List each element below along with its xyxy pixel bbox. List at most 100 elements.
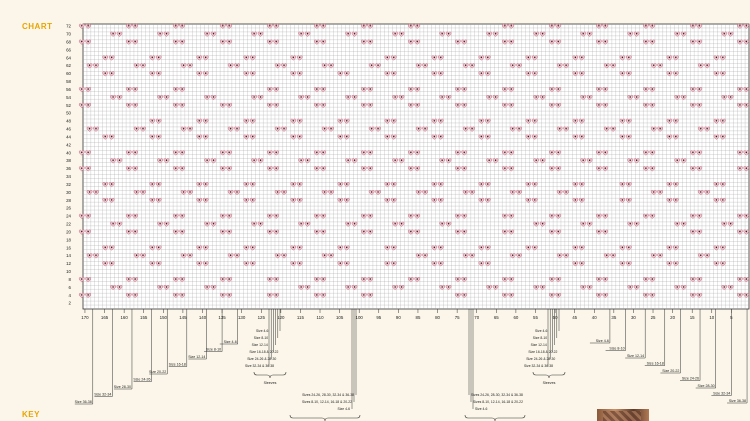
size-label: Size 20-22 [662,369,679,373]
photo-texture [603,411,641,421]
row-number: 18 [66,237,71,242]
sweater-photo-thumbnail [597,409,649,421]
row-number: 16 [66,245,71,250]
row-number: 22 [66,222,71,227]
size-label: Size 12-14 [627,354,644,358]
center-size-label: Sizes 8-10, 12-14, 16-18 & 20-22 [302,400,352,404]
stitch-number: 55 [533,315,538,320]
size-label: Size 20-22 [149,370,166,374]
center-brace [464,414,526,421]
row-number: 28 [66,198,71,203]
stitch-number: 160 [120,315,128,320]
stitch-number: 15 [690,315,695,320]
row-number: 50 [66,111,71,116]
sleeve-size-label: Size 32-34 & 36-38 [245,364,274,368]
stitch-number: 75 [455,315,460,320]
size-label: Size 8-10 [609,346,624,350]
callout-leader [680,309,701,381]
row-number: 38 [66,158,71,163]
stitch-number: 125 [258,315,266,320]
size-label: Size 24-26 [133,377,150,381]
stitch-number: 105 [336,315,344,320]
callout-leader [74,309,94,405]
stitch-number: 165 [101,315,109,320]
row-number: 4 [69,293,72,298]
stitch-number: 30 [631,315,636,320]
callout-leader [113,309,133,390]
chart-heading: CHART [22,22,53,31]
stitch-number: 130 [238,315,246,320]
row-number: 36 [66,166,71,171]
size-label: Size 32-34 [713,391,730,395]
size-label: Size 8-10 [206,347,221,351]
stitch-number: 150 [160,315,168,320]
center-brace [289,414,361,421]
callout-leader [204,309,223,352]
row-number: 58 [66,79,71,84]
row-number: 48 [66,119,71,124]
callout-leader [94,309,113,397]
callout-leader [188,309,207,360]
stitch-number: 135 [218,315,226,320]
sleeve-size-label: Size 8-10 [533,336,547,340]
row-number: 70 [66,32,71,37]
row-number: 44 [66,134,71,139]
row-numbers: 7270686664626058565452504846444240383634… [66,24,71,306]
row-number: 24 [66,214,71,219]
callout-leader [727,309,748,404]
stitch-number: 155 [140,315,148,320]
row-number: 64 [66,55,71,60]
size-label: Size 28-30 [698,384,715,388]
stitch-number: 100 [356,315,364,320]
stitch-number: 115 [297,315,305,320]
sleeve-size-label: Size 24-26 & 28-30 [247,357,276,361]
callout-leader [625,309,646,359]
sleeve-size-label: Size 16-18 & 20-22 [249,350,278,354]
size-label: Size 28-30 [114,385,131,389]
callout-leader [149,309,168,375]
row-number: 72 [66,24,71,29]
size-label: Size 16-18 [169,362,186,366]
row-number: 30 [66,190,71,195]
sleeve-size-label: Size 16-18 & 20-22 [528,350,557,354]
row-number: 40 [66,150,71,155]
stitch-number: 50 [553,315,558,320]
row-number: 20 [66,229,71,234]
callout-leader [711,309,732,396]
row-number: 26 [66,206,71,211]
center-size-label: Sizes 24-26, 28-30, 32-34 & 36-38 [471,393,523,397]
sleeve-size-label: Size 24-26 & 28-30 [526,357,555,361]
callout-leader [660,309,681,374]
row-number: 2 [69,301,72,306]
size-label: Size 4-6 [224,340,237,344]
stitch-number: 120 [277,315,285,320]
key-heading: KEY [22,410,40,419]
row-number: 62 [66,63,71,68]
size-label: Size 12-14 [188,355,205,359]
row-number: 6 [69,285,72,290]
row-number: 32 [66,182,71,187]
row-number: 54 [66,95,71,100]
row-number: 10 [66,269,71,274]
center-size-label: Size 4-6 [338,407,351,411]
row-number: 68 [66,39,71,44]
callout-leader [133,309,152,382]
row-number: 12 [66,261,71,266]
row-number: 34 [66,174,71,179]
stitch-number: 10 [709,315,714,320]
sleeve-caption: Sleeves [264,381,277,385]
stitch-number: 45 [572,315,577,320]
stitch-number: 20 [670,315,675,320]
size-label: Size 32-34 [94,392,111,396]
size-label: Size 4-6 [596,339,609,343]
stitch-number: 40 [592,315,597,320]
stitch-number: 60 [513,315,518,320]
row-number: 14 [66,253,71,258]
center-size-label: Size 4-6 [475,407,488,411]
size-label: Size 36-38 [75,400,92,404]
stitch-number: 70 [474,315,479,320]
sleeve-size-label: Size 32-34 & 36-38 [524,364,553,368]
row-number: 56 [66,87,71,92]
